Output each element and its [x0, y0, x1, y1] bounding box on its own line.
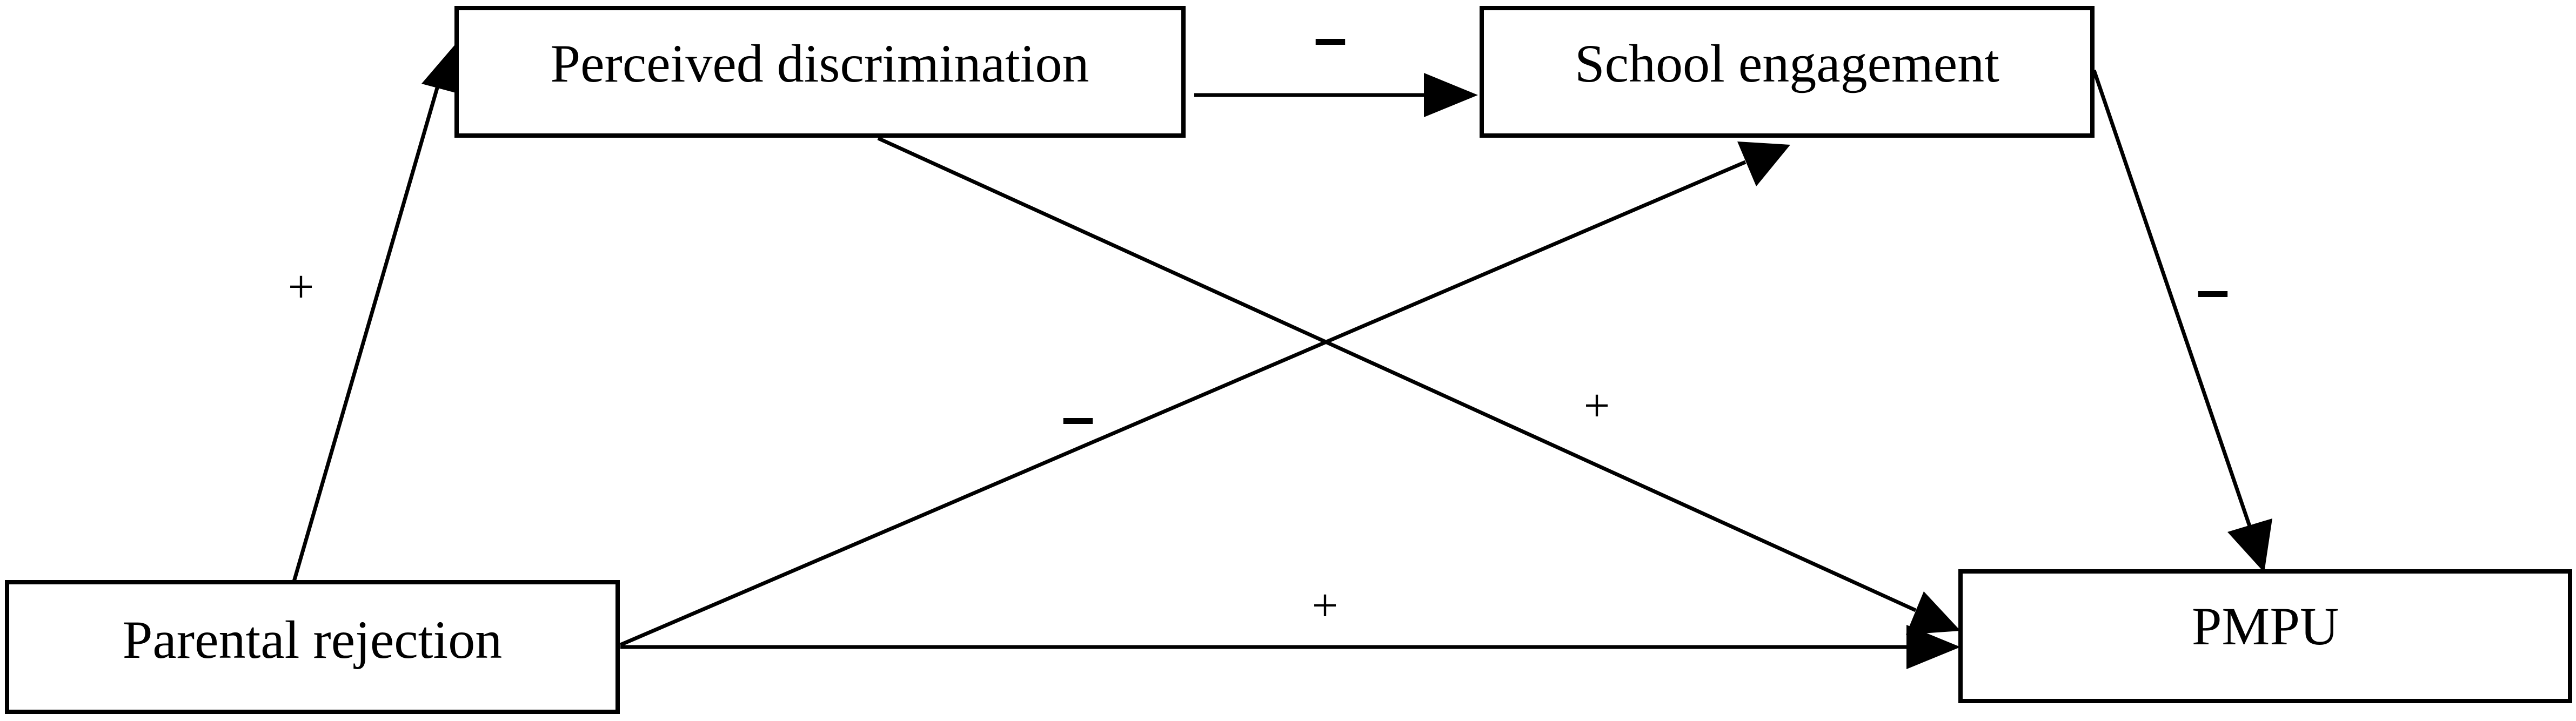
sign-perceived-discrimination-to-pmpu: + [1584, 380, 1610, 432]
edge-perceived-discrimination-to-pmpu [877, 136, 1917, 612]
node-parental-rejection: Parental rejection [5, 580, 620, 714]
sign-parental-rejection-to-pmpu: + [1312, 580, 1339, 631]
node-label-pmpu: PMPU [2192, 596, 2339, 656]
edge-school-engagement-to-pmpu [2092, 69, 2253, 530]
arrowhead-pmpu-from-perceived-discrimination [1906, 591, 1961, 635]
arrowhead-school-engagement-from-parental-rejection [1737, 141, 1790, 186]
node-label-perceived-discrimination: Perceived discrimination [551, 33, 1089, 93]
node-label-parental-rejection: Parental rejection [123, 610, 502, 670]
sign-school-engagement-to-pmpu: – [2196, 257, 2229, 323]
edge-parental-rejection-to-school-engagement [619, 160, 1747, 647]
edge-sign-labels: + – – + – + [288, 4, 2230, 631]
edges [291, 42, 2272, 669]
sign-perceived-discrimination-to-school-engagement: – [1314, 4, 1347, 71]
sign-parental-rejection-to-perceived-discrimination: + [288, 261, 315, 313]
arrowhead-pmpu-from-school-engagement [2227, 518, 2272, 572]
node-label-school-engagement: School engagement [1575, 33, 1999, 93]
arrowhead-school-engagement-from-perceived-discrimination [1424, 73, 1478, 117]
node-pmpu: PMPU [1958, 569, 2572, 703]
sign-parental-rejection-to-school-engagement: – [1061, 383, 1094, 450]
node-school-engagement: School engagement [1480, 6, 2095, 138]
arrowhead-pmpu-from-parental-rejection [1906, 625, 1961, 669]
node-perceived-discrimination: Perceived discrimination [454, 6, 1186, 138]
arrowhead-perceived-discrimination-from-parental-rejection [421, 42, 462, 95]
edge-parental-rejection-to-perceived-discrimination [291, 63, 446, 584]
